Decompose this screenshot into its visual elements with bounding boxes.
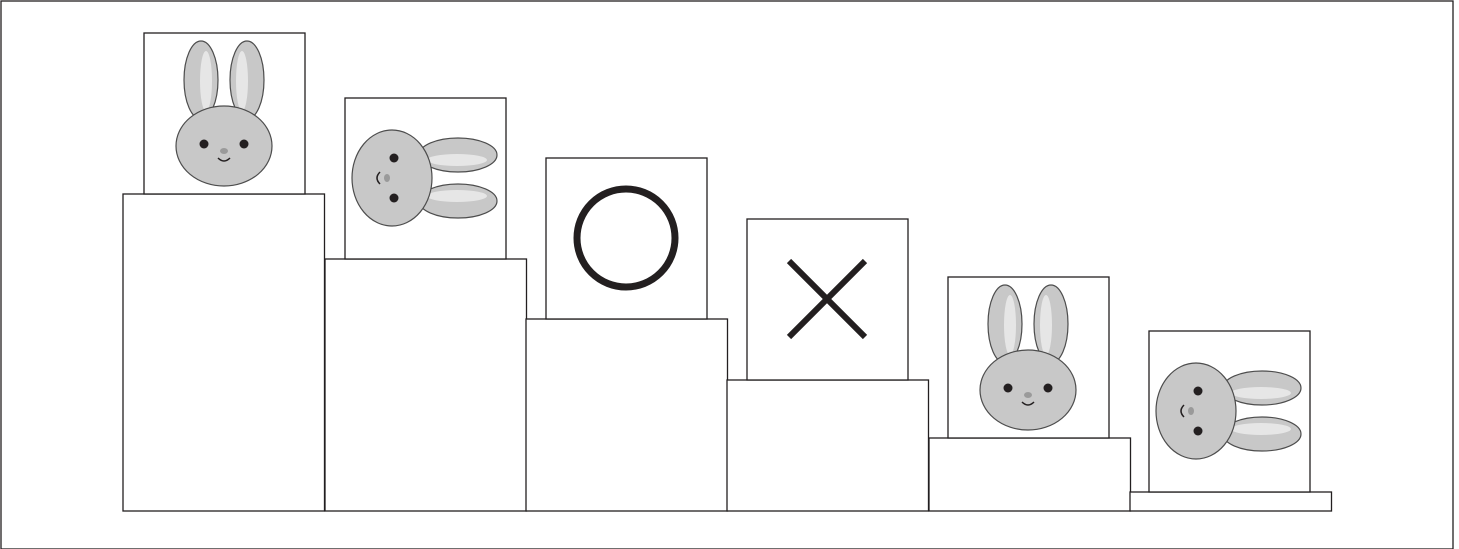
stair-step-2 [325, 259, 527, 511]
card-2 [345, 98, 506, 259]
card-4 [747, 219, 908, 380]
card-6 [1149, 331, 1310, 492]
stair-step-5 [929, 438, 1131, 511]
card-frame [546, 158, 707, 319]
card-3 [546, 158, 707, 319]
stair-step-1 [123, 194, 325, 511]
card-1 [144, 33, 305, 194]
stair-step-6 [1130, 492, 1332, 511]
card-5 [948, 277, 1109, 438]
stair-step-4 [727, 380, 929, 511]
stair-step-3 [526, 319, 728, 511]
